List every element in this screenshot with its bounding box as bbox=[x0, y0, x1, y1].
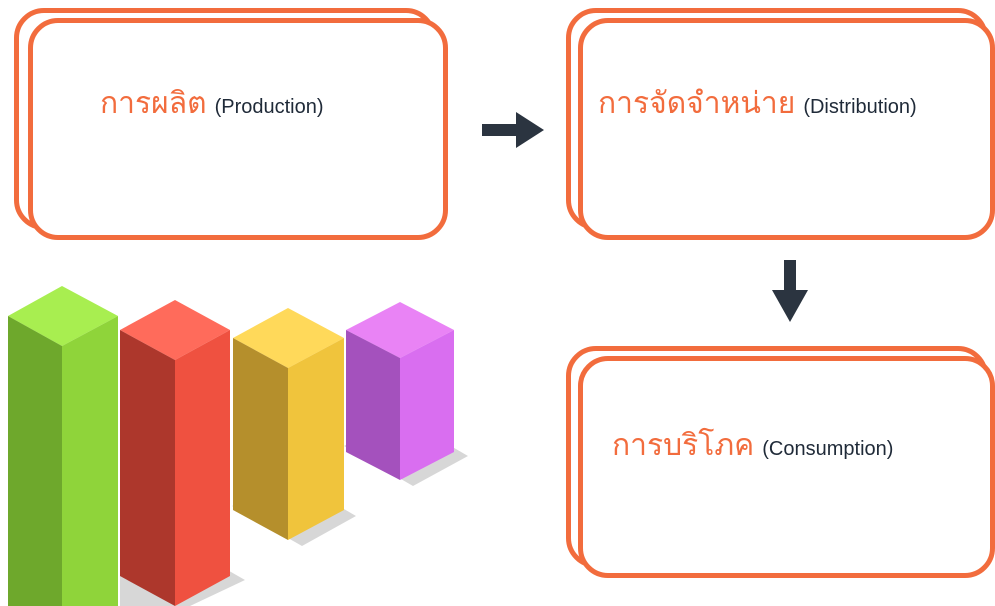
consumption-english: (Consumption) bbox=[762, 438, 894, 460]
production-label: การผลิต (Production) bbox=[100, 80, 324, 127]
bar-chart-3d-icon bbox=[8, 286, 468, 606]
consumption-thai: การบริโภค bbox=[612, 428, 755, 463]
yellow-bar bbox=[233, 308, 344, 540]
consumption-label: การบริโภค (Consumption) bbox=[612, 422, 893, 469]
production-english: (Production) bbox=[214, 96, 324, 118]
arrow-down-icon bbox=[772, 260, 808, 322]
arrow-right-icon bbox=[482, 112, 544, 148]
distribution-box bbox=[578, 18, 995, 240]
production-box bbox=[28, 18, 448, 240]
red-bar bbox=[120, 300, 230, 606]
distribution-label: การจัดจำหน่าย (Distribution) bbox=[598, 80, 917, 127]
distribution-english: (Distribution) bbox=[803, 96, 917, 118]
distribution-thai: การจัดจำหน่าย bbox=[598, 86, 796, 121]
purple-bar bbox=[346, 302, 454, 480]
production-thai: การผลิต bbox=[100, 86, 207, 121]
consumption-box bbox=[578, 356, 995, 578]
green-bar bbox=[8, 286, 118, 606]
